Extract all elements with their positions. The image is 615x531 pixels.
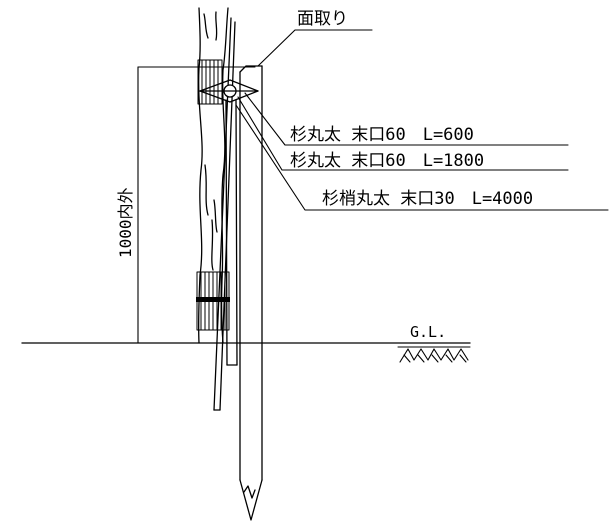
lower-binding <box>196 271 230 331</box>
thin-pole <box>213 17 236 411</box>
post-c-label: 杉梢丸太 末口30 L=4000 <box>322 189 533 209</box>
chamfer-label: 面取り <box>297 9 348 29</box>
height-dimension <box>137 66 256 344</box>
post-b-label: 杉丸太 末口60 L=1800 <box>290 151 484 171</box>
short-stake <box>225 99 238 366</box>
main-post <box>239 65 263 521</box>
leader-lines <box>235 29 609 211</box>
ground-hatch-symbol <box>397 346 471 363</box>
ground-level-label: G.L. <box>410 323 446 341</box>
post-a-label: 杉丸太 末口60 L=600 <box>290 125 474 145</box>
height-dimension-label: 1000内外 <box>116 187 135 258</box>
cross-joint <box>199 79 259 103</box>
